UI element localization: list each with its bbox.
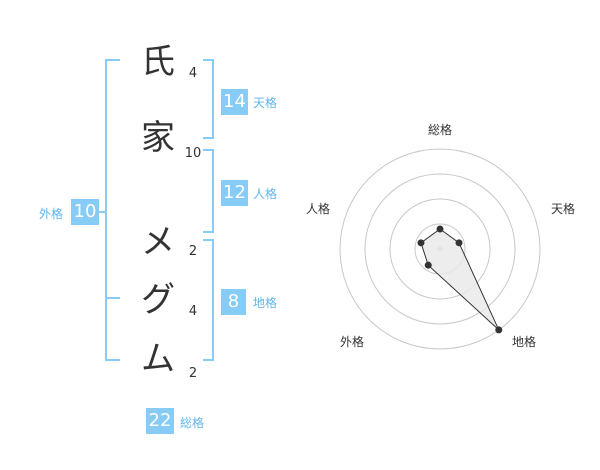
radar-point-1 xyxy=(455,239,463,247)
chikaku-label: 地格 xyxy=(253,296,278,310)
stroke-count-4: 4 xyxy=(188,304,198,319)
stroke-count-3: 2 xyxy=(188,244,198,259)
stroke-count-2: 10 xyxy=(184,146,202,161)
soukaku-label: 総格 xyxy=(180,416,205,430)
radar-ring xyxy=(364,173,516,325)
tenkaku-bracket xyxy=(203,59,214,139)
radar-axis-label-soukaku: 総格 xyxy=(427,123,452,137)
soukaku-value: 22 xyxy=(146,408,174,434)
gaikaku-bracket xyxy=(105,59,120,361)
radar-point-4 xyxy=(417,239,425,247)
chikaku-value: 8 xyxy=(221,289,246,315)
name-char-5: ム xyxy=(141,339,175,379)
jinkaku-value: 12 xyxy=(221,180,248,206)
chikaku-bracket xyxy=(203,239,214,361)
name-char-4: グ xyxy=(141,280,175,320)
name-char-2: 家 xyxy=(141,118,175,158)
radar-axis-label-jinkaku: 人格 xyxy=(305,202,330,216)
tenkaku-value: 14 xyxy=(221,89,248,115)
tenkaku-label: 天格 xyxy=(253,96,278,110)
radar-points xyxy=(417,225,503,334)
radar-point-0 xyxy=(436,225,444,233)
radar-ring xyxy=(339,148,541,350)
radar-polygon xyxy=(420,228,500,331)
radar-ring xyxy=(389,198,491,300)
gaikaku-label: 外格 xyxy=(39,207,64,221)
radar-axis-label-tenkaku: 天格 xyxy=(550,202,575,216)
stroke-count-1: 4 xyxy=(188,66,198,81)
radar-point-3 xyxy=(424,261,432,269)
jinkaku-label: 人格 xyxy=(253,187,278,201)
gaikaku-value: 10 xyxy=(71,199,99,225)
name-char-1: 氏 xyxy=(141,42,175,82)
radar-axis-label-gaikaku: 外格 xyxy=(339,335,364,349)
jinkaku-bracket xyxy=(203,149,214,233)
name-char-3: メ xyxy=(141,222,175,262)
radar-point-2 xyxy=(495,326,503,334)
stroke-count-5: 2 xyxy=(188,366,198,381)
radar-axis-label-chikaku: 地格 xyxy=(511,335,536,349)
